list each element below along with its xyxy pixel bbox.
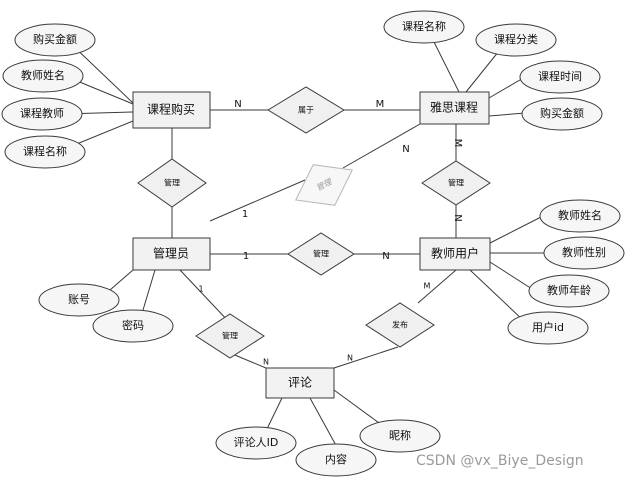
svg-text:管理: 管理 bbox=[222, 331, 238, 341]
card-admin-comment-1: 1 bbox=[198, 285, 203, 294]
svg-text:购买金额: 购买金额 bbox=[540, 106, 584, 120]
svg-text:教师性别: 教师性别 bbox=[562, 245, 606, 259]
card-teacher-n: N bbox=[382, 251, 389, 262]
svg-text:管理员: 管理员 bbox=[153, 246, 189, 261]
entity-admin: 管理员 bbox=[132, 237, 211, 271]
svg-text:密码: 密码 bbox=[122, 318, 144, 332]
svg-text:管理: 管理 bbox=[448, 178, 464, 188]
attr-course-name-left: 课程名称 bbox=[4, 135, 86, 169]
attr-teacher-name-right: 教师姓名 bbox=[539, 199, 621, 233]
svg-text:管理: 管理 bbox=[164, 178, 180, 188]
relation-belongs: 属于 bbox=[267, 86, 345, 134]
svg-text:课程时间: 课程时间 bbox=[538, 70, 582, 83]
attr-teacher-name-left: 教师姓名 bbox=[2, 59, 84, 93]
attr-purchase-amount-right: 购买金额 bbox=[521, 97, 603, 131]
card-manage-teacher-top: N bbox=[452, 214, 463, 221]
card-comment-n-right: N bbox=[347, 354, 353, 363]
svg-text:教师姓名: 教师姓名 bbox=[21, 68, 65, 82]
attr-teacher-age: 教师年龄 bbox=[528, 274, 610, 308]
attr-teacher-gender: 教师性别 bbox=[543, 236, 625, 270]
svg-text:课程购买: 课程购买 bbox=[147, 102, 195, 117]
attr-course-teacher: 课程教师 bbox=[1, 97, 83, 131]
entity-ielts-course: 雅思课程 bbox=[419, 91, 490, 125]
attr-user-id: 用户id bbox=[507, 311, 589, 345]
attr-purchase-amount-left: 购买金额 bbox=[14, 23, 96, 57]
relation-publish: 发布 bbox=[365, 302, 435, 348]
attr-course-time: 课程时间 bbox=[519, 60, 601, 94]
card-admin-teacher: 1 bbox=[243, 251, 249, 262]
svg-text:教师用户: 教师用户 bbox=[431, 246, 479, 261]
card-purchase-belongs: N bbox=[234, 99, 241, 110]
connector-lines bbox=[61, 29, 545, 450]
entity-teacher-user: 教师用户 bbox=[419, 237, 491, 271]
attr-password: 密码 bbox=[92, 309, 174, 343]
card-ielts-top: M bbox=[452, 139, 463, 148]
watermark-text: CSDN @vx_Biye_Design bbox=[416, 453, 584, 469]
svg-text:课程名称: 课程名称 bbox=[402, 19, 446, 33]
attr-content: 内容 bbox=[295, 443, 377, 477]
svg-text:课程名称: 课程名称 bbox=[23, 144, 67, 158]
svg-text:内容: 内容 bbox=[325, 452, 347, 466]
svg-text:教师姓名: 教师姓名 bbox=[558, 208, 602, 222]
card-belongs-ielts: M bbox=[376, 99, 385, 110]
relation-manage-teacher: 管理 bbox=[287, 232, 355, 276]
svg-text:发布: 发布 bbox=[392, 320, 408, 330]
card-comment-n-left: N bbox=[263, 358, 269, 367]
svg-text:教师年龄: 教师年龄 bbox=[547, 283, 591, 297]
relation-manage-ielts: 管理 bbox=[421, 160, 491, 206]
svg-text:属于: 属于 bbox=[298, 106, 314, 115]
entity-comment: 评论 bbox=[265, 367, 335, 399]
relation-manage-course: 管理 bbox=[294, 164, 354, 206]
attr-nickname: 昵称 bbox=[359, 419, 441, 453]
attr-course-category: 课程分类 bbox=[475, 23, 557, 57]
card-admin-manage-course: 1 bbox=[242, 209, 248, 220]
svg-text:评论人ID: 评论人ID bbox=[234, 435, 279, 449]
card-manage-course-ielts: N bbox=[402, 144, 409, 155]
svg-text:评论: 评论 bbox=[288, 376, 312, 390]
svg-text:雅思课程: 雅思课程 bbox=[430, 100, 478, 115]
svg-text:管理: 管理 bbox=[313, 249, 329, 259]
attr-course-name-top: 课程名称 bbox=[383, 10, 465, 44]
svg-text:购买金额: 购买金额 bbox=[33, 32, 77, 46]
svg-text:课程分类: 课程分类 bbox=[494, 32, 538, 46]
relation-manage-purchase: 管理 bbox=[137, 158, 207, 208]
attr-commenter-id: 评论人ID bbox=[215, 426, 297, 460]
attr-account: 账号 bbox=[38, 283, 120, 317]
svg-text:用户id: 用户id bbox=[532, 320, 564, 334]
relation-manage-comment: 管理 bbox=[195, 313, 265, 359]
svg-text:课程教师: 课程教师 bbox=[20, 107, 64, 120]
entity-course-purchase: 课程购买 bbox=[132, 91, 211, 129]
svg-text:昵称: 昵称 bbox=[389, 428, 411, 442]
card-teacher-publish-m: M bbox=[424, 282, 431, 291]
svg-text:账号: 账号 bbox=[68, 293, 90, 306]
